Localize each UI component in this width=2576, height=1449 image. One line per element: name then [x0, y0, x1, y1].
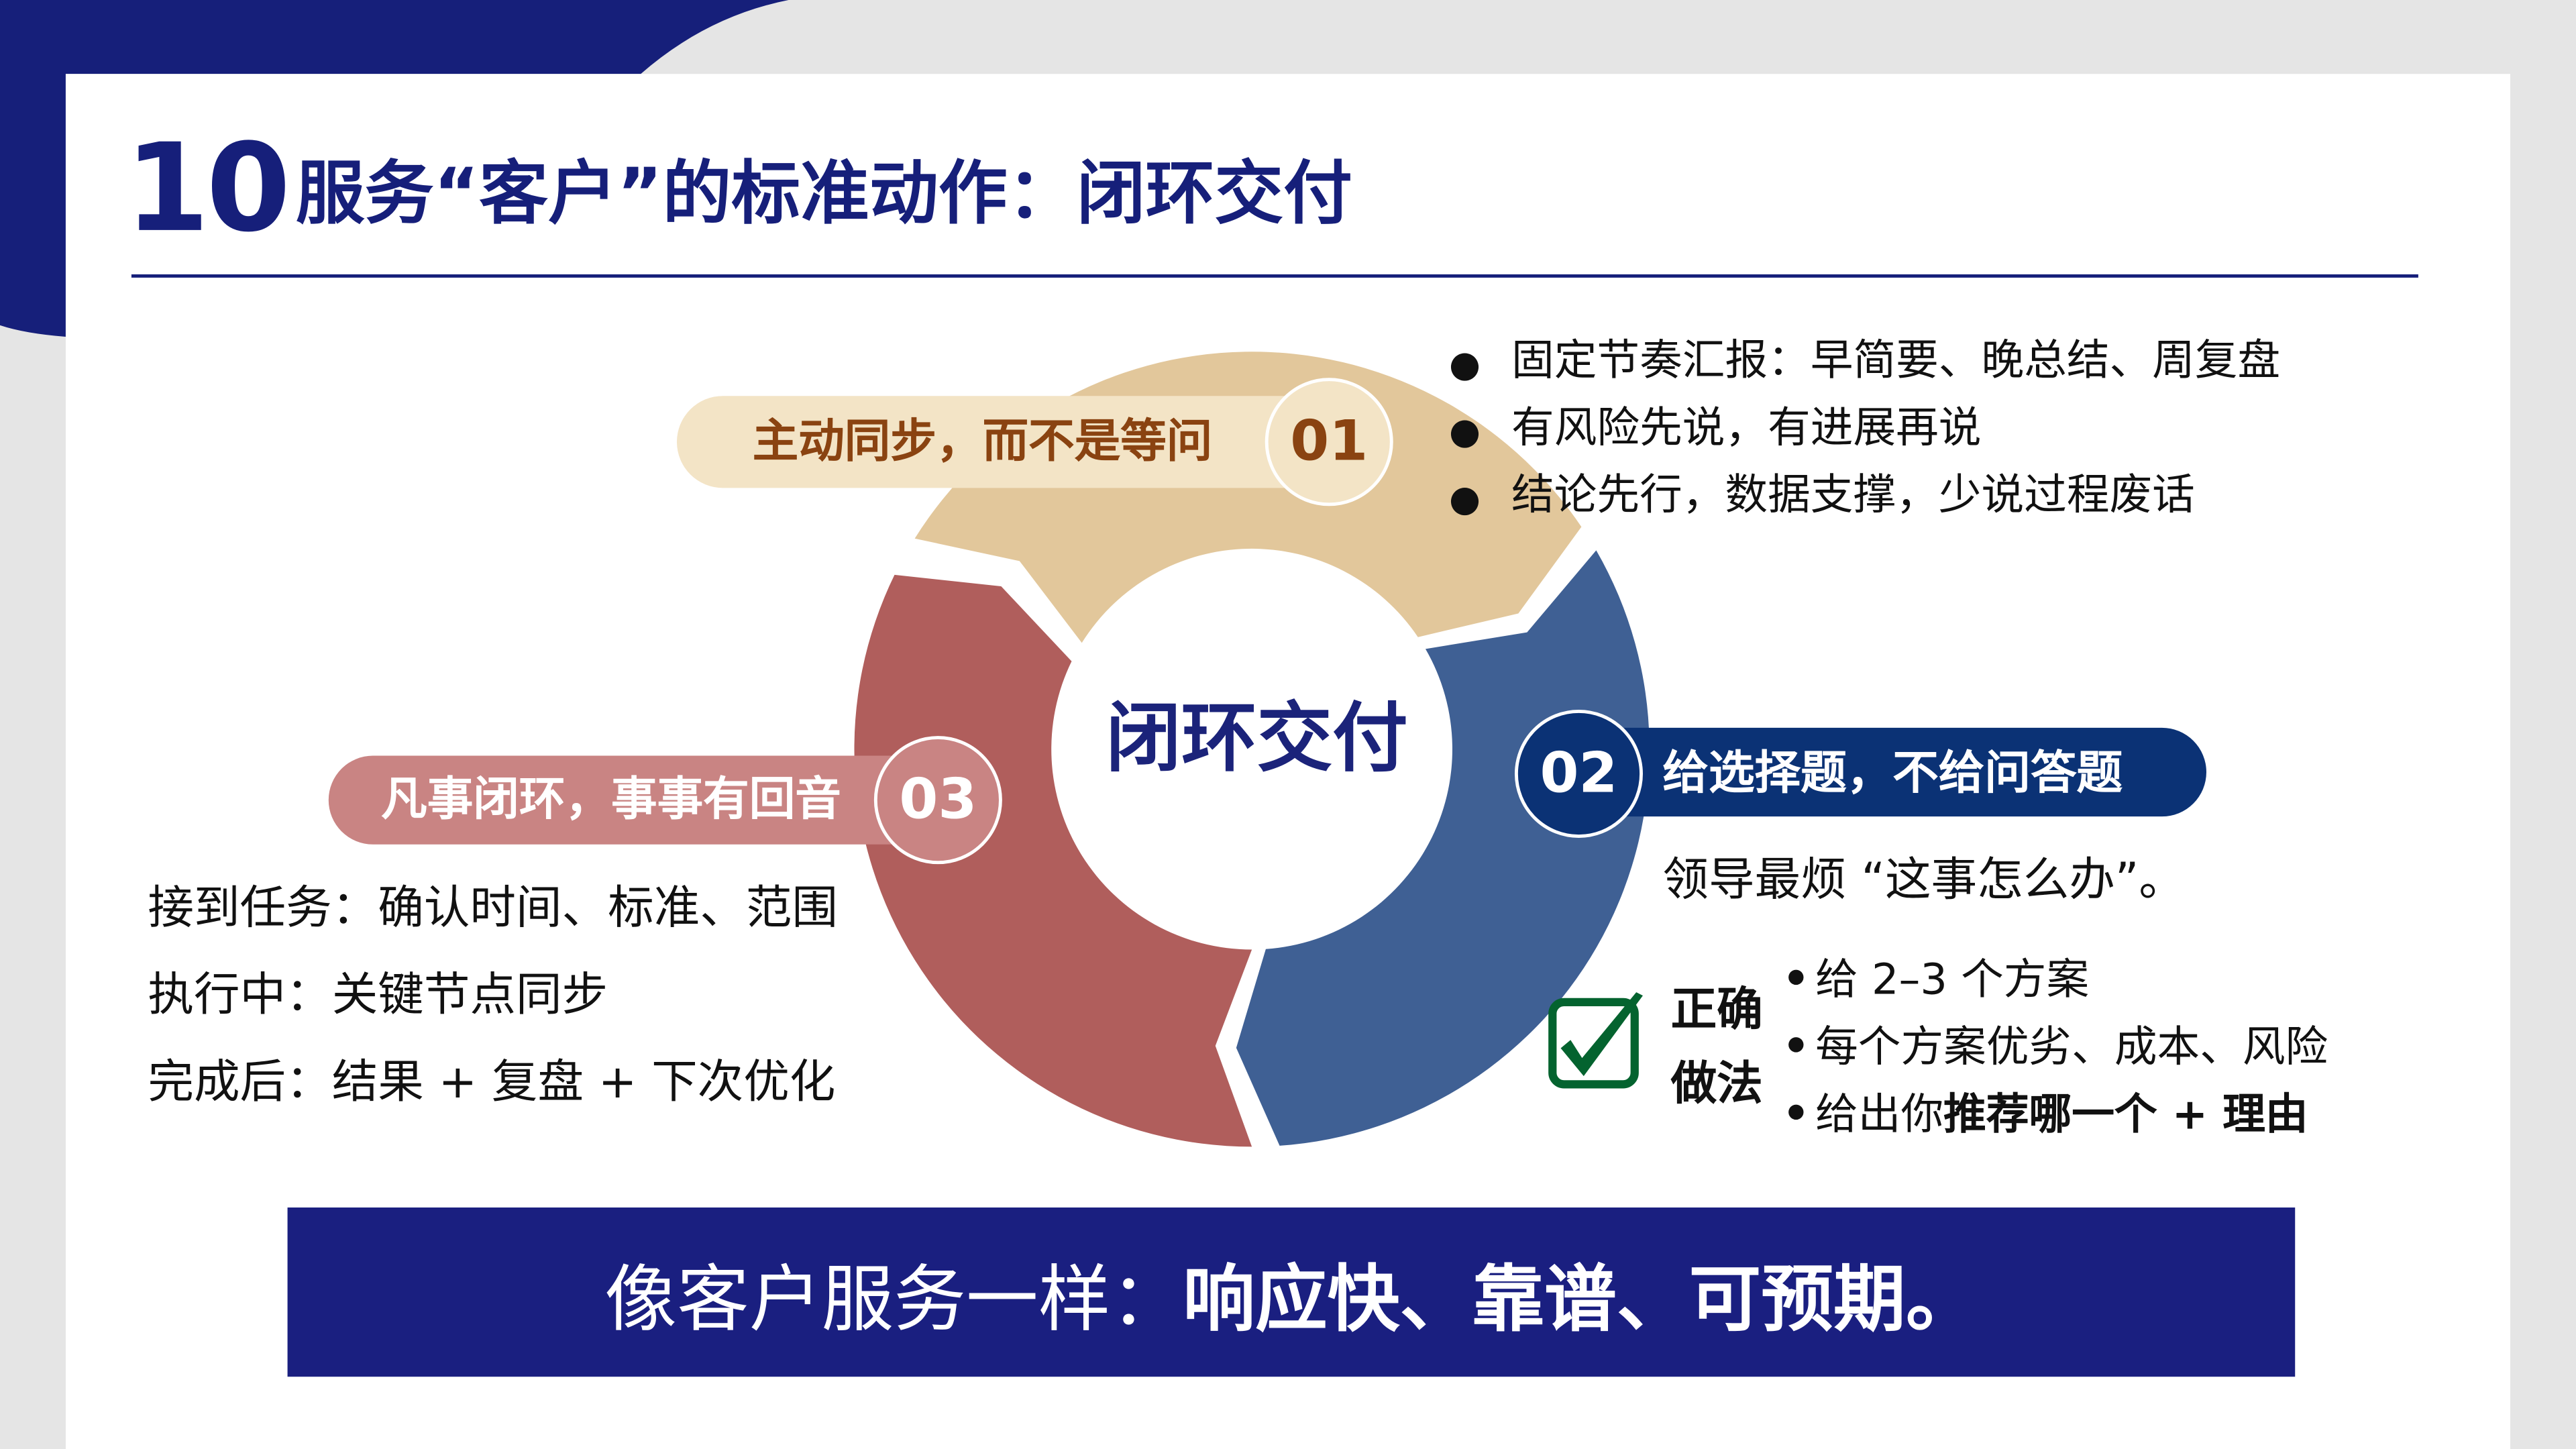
step2-heading: 给选择题，不给问答题 [1662, 745, 2123, 800]
step2-pill [1580, 727, 2206, 817]
bullet-text: 每个方案优劣、成本、风险 [1815, 1023, 2328, 1073]
checkbox-checked-icon [1548, 992, 1643, 1089]
correct-label: 正确 [1670, 982, 1763, 1037]
bullet-dot-icon: ● [1449, 480, 1481, 521]
bullet-dot-icon: ● [1787, 964, 1805, 987]
step1-pill [676, 396, 1367, 488]
step1-bullet: 固定节奏汇报：早简要、晚总结、周复盘 [1511, 337, 2281, 386]
step3-line: 执行中：关键节点同步 [148, 967, 608, 1022]
bullet-text: 给 2–3 个方案 [1815, 956, 2090, 1006]
step3-line: 接到任务：确认时间、标准、范围 [148, 880, 839, 935]
ring-segment-3 [854, 574, 1252, 1147]
summary-banner: 像客户服务一样：响应快、靠谱、可预期。 [287, 1208, 2296, 1377]
bullet-dot-icon: ● [1787, 1031, 1805, 1055]
step2-pain-point: 领导最烦 “这事怎么办”。 [1662, 853, 2185, 907]
bullet-bold-text: 推荐哪一个 + 理由 [1943, 1091, 2308, 1140]
step2-bullet: 给出你推荐哪一个 + 理由 [1815, 1094, 2308, 1137]
step2-bullet: 每个方案优劣、成本、风险 [1815, 1027, 2328, 1070]
title-divider [131, 274, 2418, 278]
step3-number-badge: 03 [873, 736, 1002, 865]
step3-heading: 凡事闭环，事事有回音 [381, 772, 841, 826]
step1-bullet: 结论先行，数据支撑，少说过程废话 [1511, 471, 2195, 521]
step2-bullet: 给 2–3 个方案 [1815, 959, 2089, 1002]
step1-bullet: 有风险先说，有进展再说 [1511, 404, 1982, 453]
step2-number-badge: 02 [1514, 709, 1643, 838]
center-label: 闭环交付 [1106, 693, 1408, 782]
banner-text: 像客户服务一样： [604, 1257, 1183, 1342]
step1-number-badge: 01 [1265, 378, 1393, 506]
bullet-dot-icon: ● [1787, 1099, 1805, 1122]
ring-segment-2 [1236, 550, 1650, 1146]
step1-heading: 主动同步，而不是等问 [752, 414, 1213, 468]
bullet-dot-icon: ● [1449, 345, 1481, 386]
step3-pill [328, 755, 953, 845]
banner-bold-text: 响应快、靠谱、可预期。 [1183, 1257, 1978, 1342]
page-title: 服务“客户”的标准动作：闭环交付 [295, 152, 1353, 233]
correct-label: 做法 [1670, 1056, 1763, 1111]
step3-line: 完成后：结果 + 复盘 + 下次优化 [148, 1055, 836, 1110]
section-number: 10 [125, 118, 290, 260]
bullet-text: 给出你 [1815, 1091, 1944, 1140]
bullet-dot-icon: ● [1449, 412, 1481, 453]
